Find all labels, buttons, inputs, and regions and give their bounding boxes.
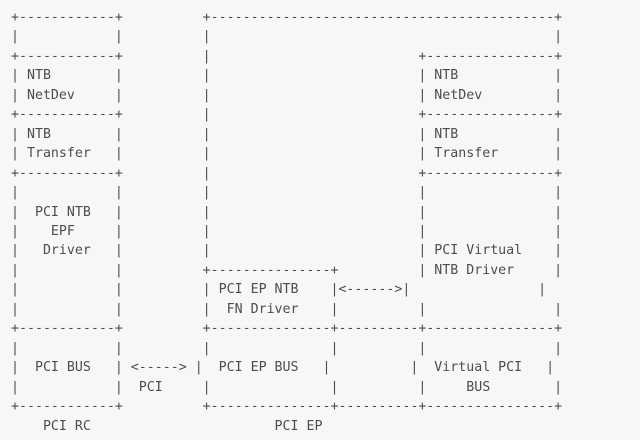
diagram-line: +------------+ | +----------------+: [11, 48, 563, 64]
diagram-line: | PCI NTB | | | |: [11, 204, 563, 220]
diagram-line: +------------+ +---------------+--------…: [11, 321, 563, 337]
diagram-line: | PCI BUS | <-----> | PCI EP BUS | | Vir…: [11, 360, 555, 376]
diagram-line: | | | |: [11, 29, 563, 45]
diagram-line: | EPF | | | |: [11, 223, 563, 239]
diagram-line: | NetDev | | | NetDev |: [11, 87, 563, 103]
diagram-line: +------------+ +---------------+--------…: [11, 399, 563, 415]
diagram-line: | Transfer | | | Transfer |: [11, 146, 563, 162]
diagram-line: | NTB | | | NTB |: [11, 126, 563, 142]
ntb-architecture-diagram: +------------+ +------------------------…: [11, 8, 562, 436]
diagram-line: | Driver | | | PCI Virtual |: [11, 243, 563, 259]
diagram-line: | | PCI | | | BUS |: [11, 379, 563, 395]
diagram-line: | | | PCI EP NTB |<------>| |: [11, 282, 547, 298]
diagram-line: PCI RC PCI EP: [11, 418, 323, 434]
diagram-line: | | | | |: [11, 185, 563, 201]
diagram-line: | | +---------------+ | NTB Driver |: [11, 262, 563, 278]
diagram-line: | | | FN Driver | | |: [11, 301, 563, 317]
diagram-line: | | | | | |: [11, 340, 563, 356]
diagram-line: | NTB | | | NTB |: [11, 68, 563, 84]
diagram-line: +------------+ | +----------------+: [11, 165, 563, 181]
diagram-line: +------------+ | +----------------+: [11, 107, 563, 123]
diagram-line: +------------+ +------------------------…: [11, 10, 563, 25]
